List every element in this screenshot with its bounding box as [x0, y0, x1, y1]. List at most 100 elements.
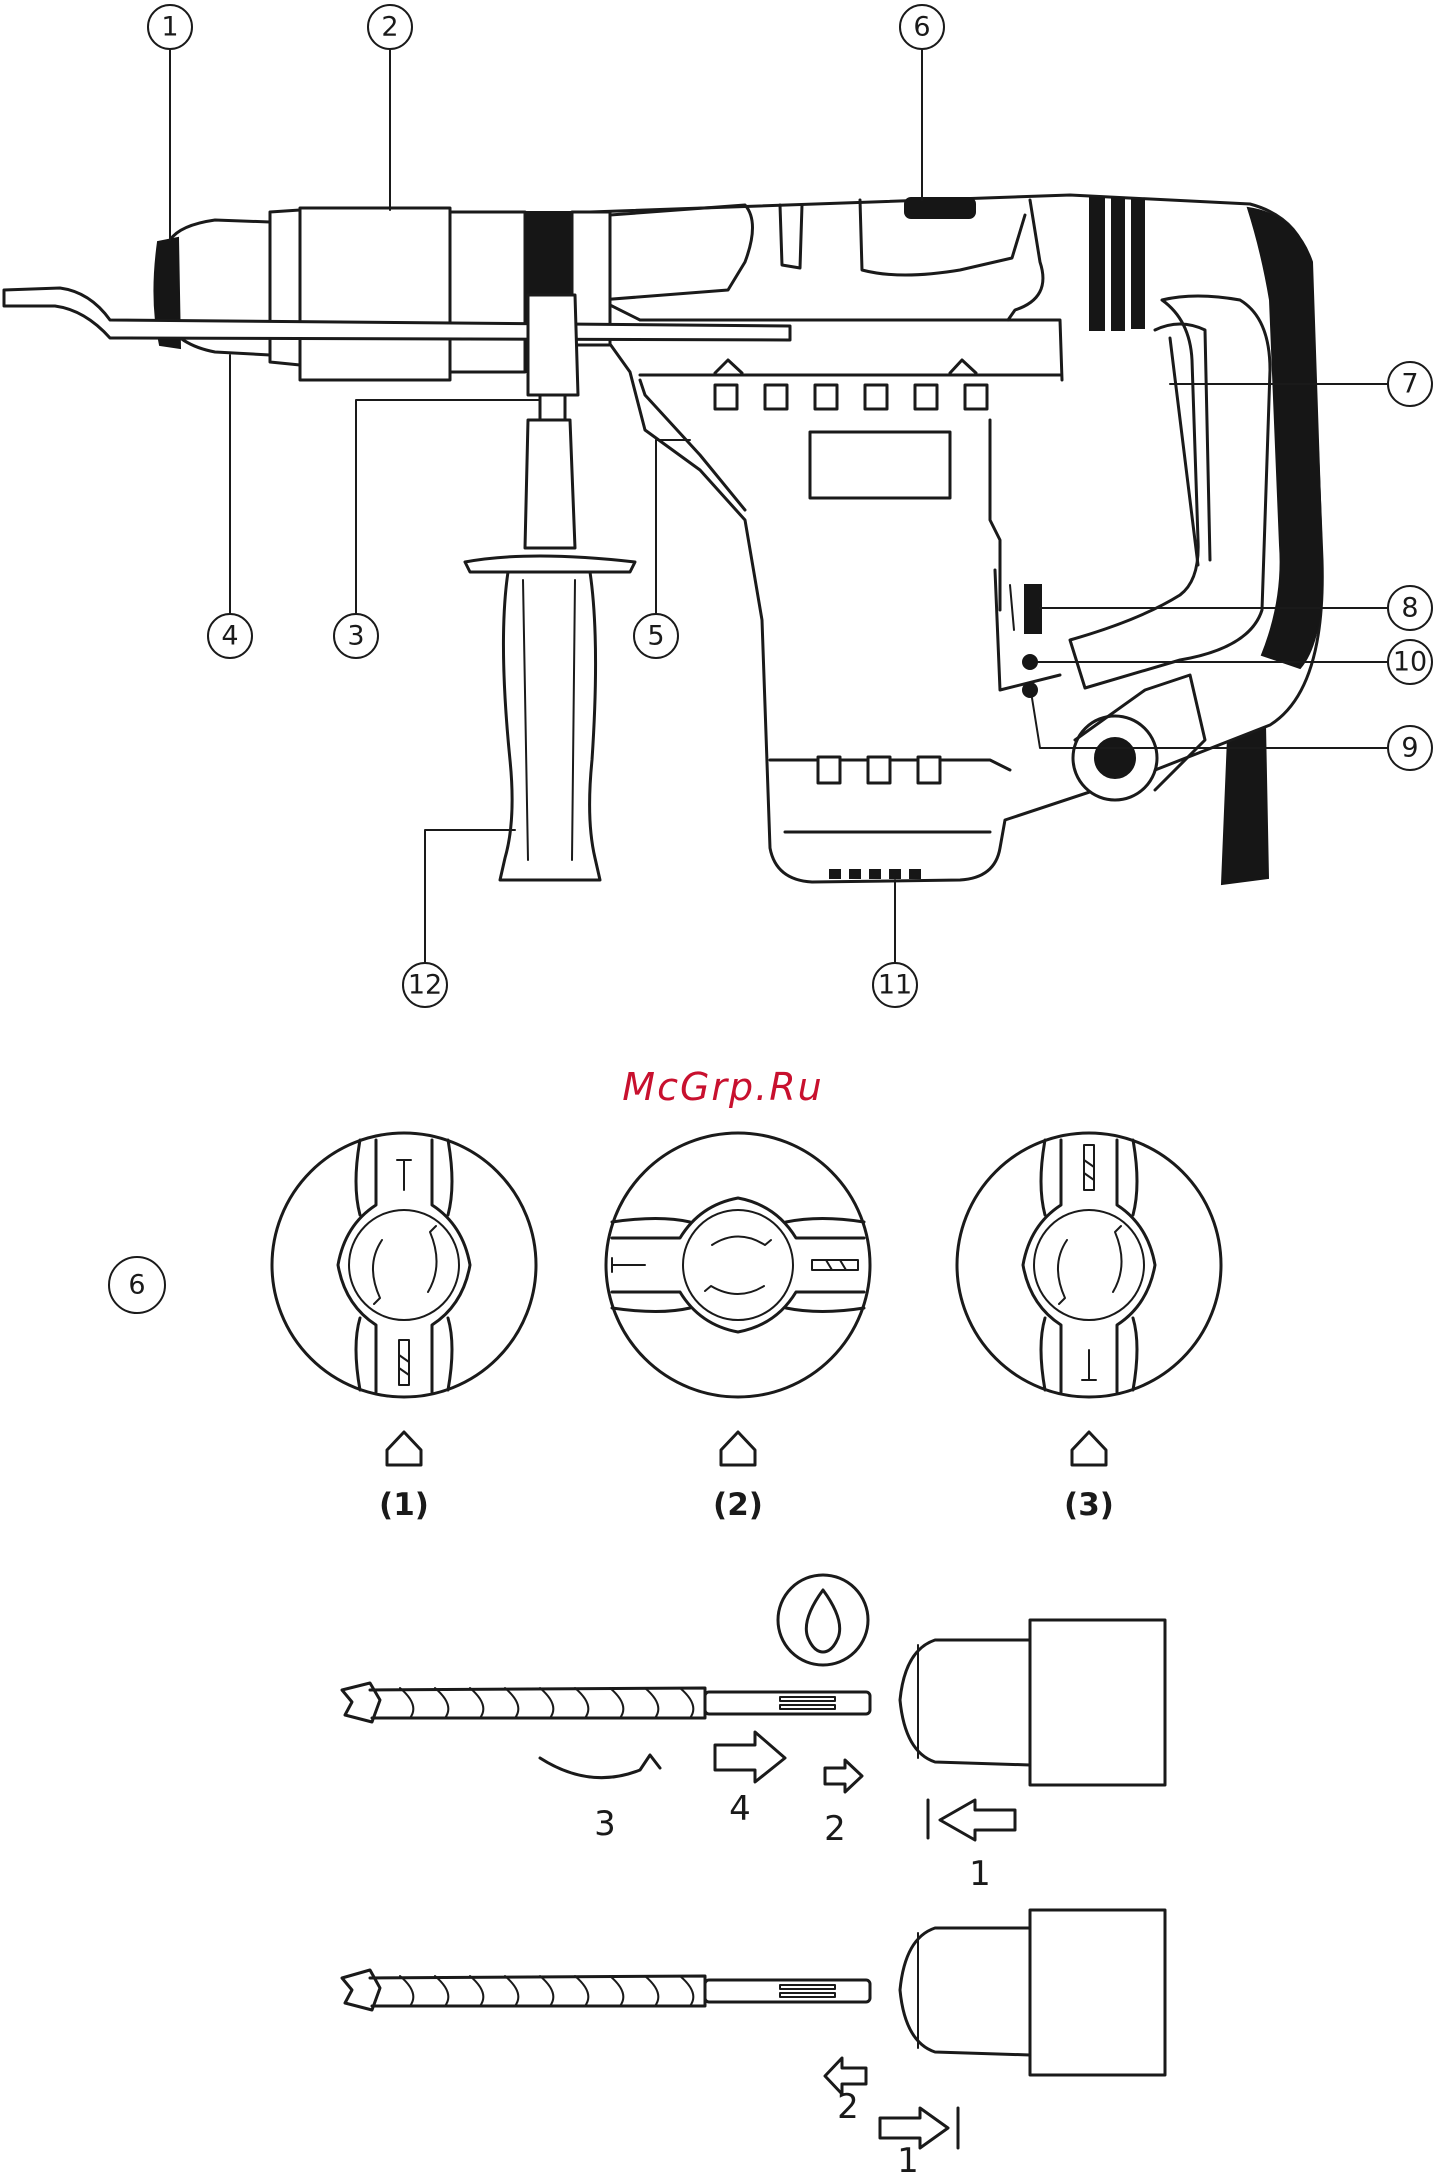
watermark: McGrp.Ru [622, 1065, 823, 1109]
service-indicator [1023, 655, 1037, 669]
insert-step-4: 4 [729, 1789, 751, 1829]
shank-groove-1 [780, 1697, 835, 1701]
bit-body-2 [370, 1976, 705, 2006]
callout-9-label: 9 [1401, 733, 1418, 764]
lock-rotate-icon-5 [1058, 1240, 1067, 1304]
drill-icon-3 [1084, 1145, 1094, 1190]
callout-2: 2 [368, 5, 412, 49]
clamp-screw [540, 395, 565, 420]
callout-9: 9 [1388, 726, 1432, 770]
shank-groove-3 [780, 1985, 835, 1989]
rotary-hammer-drawing [4, 195, 1322, 884]
mode-label-2: (2) [713, 1487, 763, 1523]
shank-groove-2 [780, 1705, 835, 1709]
callout-6-label: 6 [913, 12, 930, 43]
mode-selector-knob [905, 198, 975, 218]
chuck-sleeve-2 [1030, 1910, 1165, 2075]
lock-rotate-icon-2 [428, 1226, 437, 1292]
bit-tip-2 [342, 1970, 380, 2010]
callout-12: 12 [403, 963, 447, 1007]
callout-10: 10 [1388, 640, 1432, 684]
chuck-remove [900, 1910, 1165, 2075]
lock-rotate-icon-6 [1113, 1226, 1122, 1292]
callout-1: 1 [148, 5, 192, 49]
chuck-rings-2 [918, 1928, 1030, 2055]
remove-step-1: 1 [897, 2141, 919, 2176]
lubrication-drop-icon [778, 1575, 868, 1665]
mode-selector-callout: 6 [109, 1257, 165, 1313]
lock-rotate-icon-3 [712, 1237, 771, 1246]
callout-10-label: 10 [1393, 647, 1427, 678]
mode-dial-2: (2) [606, 1133, 870, 1523]
bottom-vents [818, 757, 940, 783]
lock-rotate-icon-4 [705, 1286, 764, 1294]
position-marker-icon-2 [721, 1432, 755, 1465]
callout-5: 5 [634, 614, 678, 658]
hammer-icon-3 [1082, 1350, 1096, 1380]
bit-flutes-2 [400, 1976, 693, 2006]
mode-label-3: (3) [1064, 1487, 1114, 1523]
rating-plate [810, 432, 950, 498]
callout-8-label: 8 [1401, 593, 1418, 624]
push-arrow-icon [715, 1732, 785, 1782]
position-marker-icon-3 [1072, 1432, 1106, 1465]
side-handle-grip [500, 572, 600, 880]
bit-flutes [400, 1688, 693, 1718]
pull-arrow-icon [940, 1800, 1015, 1840]
shank-groove-4 [780, 1993, 835, 1997]
callout-7: 7 [1388, 362, 1432, 406]
rotate-arrow-icon [540, 1755, 660, 1778]
drill-icon [399, 1340, 409, 1385]
power-indicator [1023, 683, 1037, 697]
side-handle-clamp [528, 295, 578, 395]
drill-bit-remove [342, 1970, 870, 2010]
locking-sleeve-rear [270, 210, 300, 365]
lock-rotate-icon [373, 1240, 382, 1304]
speed-dial [1095, 738, 1135, 778]
callout-1-label: 1 [161, 12, 178, 43]
callout-11-label: 11 [878, 970, 912, 1001]
bit-body [370, 1688, 705, 1718]
drill-icon-2 [812, 1260, 858, 1270]
callout-7-label: 7 [1401, 369, 1418, 400]
callout-12-label: 12 [408, 970, 442, 1001]
bit-shank [705, 1692, 870, 1714]
chuck-nose-2 [900, 1640, 1030, 1765]
bit-shank-2 [705, 1980, 870, 2002]
chuck-insert [900, 1620, 1165, 1785]
barrel-front [450, 212, 525, 372]
small-arrow-icon [825, 1760, 862, 1792]
callout-5-label: 5 [647, 621, 664, 652]
mode-label-1: (1) [379, 1487, 429, 1523]
position-marker-icon [387, 1432, 421, 1465]
drill-bit-insert [342, 1683, 870, 1722]
callout-2-label: 2 [381, 12, 398, 43]
insert-step-1: 1 [969, 1854, 991, 1894]
callout-6: 6 [900, 5, 944, 49]
side-handle-guard [465, 556, 635, 572]
chuck-sleeve [1030, 1620, 1165, 1785]
side-handle-neck [525, 420, 575, 548]
insert-step-2: 2 [824, 1809, 846, 1849]
mode-dial-3: (3) [957, 1133, 1221, 1523]
grip-ring-2 [1112, 198, 1124, 330]
hammer-icon-2 [612, 1258, 645, 1272]
grip-ring-1 [1090, 198, 1104, 330]
remove-step-2: 2 [837, 2087, 859, 2127]
callout-11: 11 [873, 963, 917, 1007]
callout-4-label: 4 [221, 621, 238, 652]
locking-sleeve [300, 208, 450, 380]
grip-ring-3 [1132, 200, 1144, 328]
callout-8: 8 [1388, 586, 1432, 630]
chuck-nose-3 [900, 1928, 1030, 2055]
chuck-rings [918, 1640, 1030, 1765]
callout-3-label: 3 [347, 621, 364, 652]
callout-4: 4 [208, 614, 252, 658]
mode-dial-1: (1) [272, 1133, 536, 1523]
insert-step-3: 3 [594, 1804, 616, 1844]
electronic-indicator [1025, 585, 1041, 633]
mode-selector-callout-label: 6 [128, 1270, 145, 1301]
callout-3: 3 [334, 614, 378, 658]
